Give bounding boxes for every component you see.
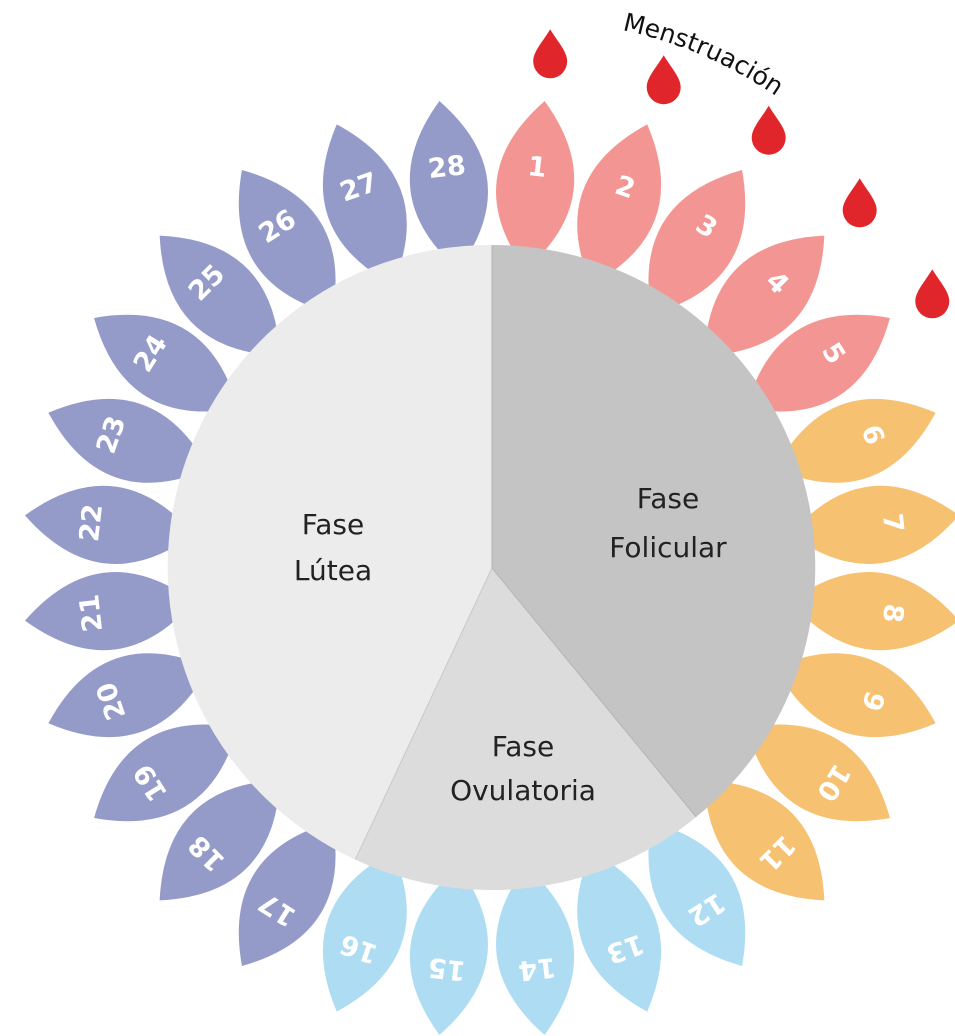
petal-day-17: 17 xyxy=(238,822,336,966)
petal-shape xyxy=(648,822,746,966)
petal-shape xyxy=(648,170,746,314)
blood-drop-icon xyxy=(646,55,681,105)
petal-day-4: 4 xyxy=(704,235,825,356)
day-number-label: 28 xyxy=(426,150,467,185)
petal-shape xyxy=(409,866,488,1036)
petal-shape xyxy=(48,398,209,483)
petal-shape xyxy=(746,724,890,822)
phase-labels: Fase Folicular Fase Lútea Fase Ovulatori… xyxy=(294,482,727,807)
petal-day-16: 16 xyxy=(322,851,407,1012)
sector-ovulatoria xyxy=(355,568,697,891)
petal-shape xyxy=(790,485,955,564)
blood-drop-icon xyxy=(842,178,877,228)
day-number-label: 22 xyxy=(74,502,109,543)
petal-day-21: 21 xyxy=(24,572,194,651)
petal-day-6: 6 xyxy=(775,398,936,483)
petal-day-1: 1 xyxy=(496,100,575,270)
petal-day-25: 25 xyxy=(159,235,280,356)
petal-shape xyxy=(24,572,194,651)
petal-shape xyxy=(775,653,936,738)
petal-day-12: 12 xyxy=(648,822,746,966)
petal-day-13: 13 xyxy=(577,851,662,1012)
petal-shape xyxy=(322,124,407,285)
petal-shape xyxy=(704,235,825,356)
petal-shape xyxy=(159,780,280,901)
petal-shape xyxy=(94,724,238,822)
petal-day-11: 11 xyxy=(704,780,825,901)
petal-shape xyxy=(704,780,825,901)
day-number-label: 14 xyxy=(517,951,558,986)
day-number-label: 15 xyxy=(426,951,467,986)
day-number-label: 7 xyxy=(876,512,909,534)
petal-day-3: 3 xyxy=(648,170,746,314)
petal-shape xyxy=(48,653,209,738)
blood-drop-icon xyxy=(533,29,568,79)
petal-shape xyxy=(577,851,662,1012)
menstruation-label: Menstruación xyxy=(621,8,789,102)
petal-day-9: 9 xyxy=(775,653,936,738)
blood-drops xyxy=(533,29,950,319)
petal-shape xyxy=(322,851,407,1012)
petal-day-28: 28 xyxy=(409,100,488,270)
petal-day-22: 22 xyxy=(24,485,194,564)
petal-day-20: 20 xyxy=(48,653,209,738)
phase-wheel xyxy=(167,244,816,891)
lutea-label-line2: Lútea xyxy=(294,554,372,587)
petal-day-18: 18 xyxy=(159,780,280,901)
petal-shape xyxy=(238,170,336,314)
petal-day-27: 27 xyxy=(322,124,407,285)
petal-shape xyxy=(159,235,280,356)
petal-shape xyxy=(790,572,955,651)
petal-day-23: 23 xyxy=(48,398,209,483)
petal-day-8: 8 xyxy=(790,572,955,651)
blood-drop-icon xyxy=(751,105,786,155)
petal-shape xyxy=(577,124,662,285)
blood-drop-icon xyxy=(915,269,950,319)
day-number-label: 1 xyxy=(526,151,548,184)
petal-day-2: 2 xyxy=(577,124,662,285)
petal-day-24: 24 xyxy=(94,314,238,412)
petal-day-5: 5 xyxy=(746,314,890,412)
petal-shape xyxy=(746,314,890,412)
petal-shape xyxy=(24,485,194,564)
ovulatoria-label-line2: Ovulatoria xyxy=(450,774,596,807)
sector-folicular xyxy=(492,244,816,817)
lutea-label-line1: Fase xyxy=(302,508,365,541)
sector-divider xyxy=(354,567,493,860)
petal-day-26: 26 xyxy=(238,170,336,314)
petal-shape xyxy=(496,100,575,270)
sector-lutea xyxy=(167,244,492,860)
sector-divider xyxy=(491,567,697,818)
petal-day-14: 14 xyxy=(496,866,575,1036)
day-number-label: 21 xyxy=(74,593,109,634)
petal-shape xyxy=(94,314,238,412)
day-number-label: 8 xyxy=(876,602,909,624)
petal-day-10: 10 xyxy=(746,724,890,822)
ovulatoria-label-line1: Fase xyxy=(492,730,555,763)
menstruation-label-path: Menstruación xyxy=(621,8,789,102)
folicular-label-line1: Fase xyxy=(637,482,700,515)
petal-shape xyxy=(496,866,575,1036)
petal-day-19: 19 xyxy=(94,724,238,822)
petal-shape xyxy=(238,822,336,966)
petal-day-7: 7 xyxy=(790,485,955,564)
petal-day-15: 15 xyxy=(409,866,488,1036)
petal-shape xyxy=(775,398,936,483)
petal-shape xyxy=(409,100,488,270)
day-petals: 1234567891011121314151617181920212223242… xyxy=(24,100,955,1036)
folicular-label-line2: Folicular xyxy=(609,531,727,564)
